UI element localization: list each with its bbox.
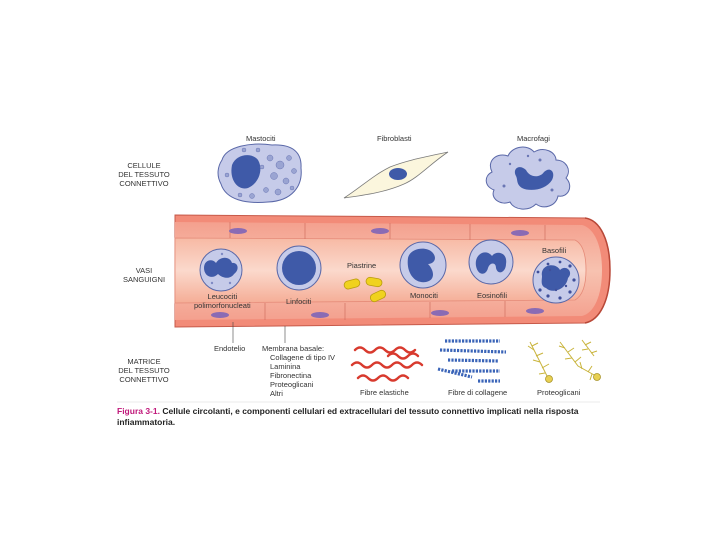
section-matrix-line-2: DEL TESSUTO — [104, 366, 184, 375]
label-fibroblasts: Fibroblasti — [377, 134, 412, 143]
section-label-matrix: MATRICE DEL TESSUTO CONNETTIVO — [104, 357, 184, 384]
label-monocytes: Monociti — [410, 291, 438, 300]
proteoglycans — [528, 340, 597, 380]
section-cells-line-1: CELLULE — [104, 161, 184, 170]
label-basement-membrane: Membrana basale: Collagene di tipo IV La… — [262, 344, 335, 398]
lymphocyte-cell — [277, 246, 321, 290]
label-elastic-fibers: Fibre elastiche — [360, 388, 409, 397]
collagen-fibers — [438, 341, 506, 381]
basement-membrane-item: Altri — [262, 389, 335, 398]
label-proteoglycans: Proteoglicani — [537, 388, 580, 397]
macrophage-cell — [486, 147, 569, 209]
neutrophil-cell — [200, 249, 242, 291]
section-matrix-line-3: CONNETTIVO — [104, 375, 184, 384]
basement-membrane-title: Membrana basale: — [262, 344, 335, 353]
mastocyte-cell — [218, 144, 301, 202]
basement-membrane-item: Collagene di tipo IV — [262, 353, 335, 362]
section-vessels-line-2: SANGUIGNI — [104, 275, 184, 284]
elastic-fibers — [352, 348, 422, 381]
figure-caption: Figura 3-1. Cellule circolanti, e compon… — [117, 406, 607, 428]
label-endothelium: Endotelio — [214, 344, 245, 353]
label-mastocytes: Mastociti — [246, 134, 276, 143]
section-cells-line-2: DEL TESSUTO — [104, 170, 184, 179]
label-eosinophils: Eosinofili — [477, 291, 507, 300]
section-vessels-line-1: VASI — [104, 266, 184, 275]
label-lymphocytes: Linfociti — [286, 297, 311, 306]
caption-text: Cellule circolanti, e componenti cellula… — [117, 406, 579, 427]
basement-membrane-item: Fibronectina — [262, 371, 335, 380]
basophil-cell — [533, 257, 579, 303]
label-platelets: Piastrine — [347, 261, 376, 270]
label-macrophages: Macrofagi — [517, 134, 550, 143]
basement-membrane-item: Laminina — [262, 362, 335, 371]
fibroblast-cell — [344, 152, 448, 198]
section-label-cells: CELLULE DEL TESSUTO CONNETTIVO — [104, 161, 184, 188]
label-leukocytes-line-2: polimorfonucleati — [194, 301, 251, 310]
basement-membrane-item: Proteoglicani — [262, 380, 335, 389]
label-collagen-fibers: Fibre di collagene — [448, 388, 507, 397]
monocyte-cell — [400, 242, 446, 288]
section-cells-line-3: CONNETTIVO — [104, 179, 184, 188]
caption-figure-label: Figura 3-1. — [117, 406, 160, 416]
section-matrix-line-1: MATRICE — [104, 357, 184, 366]
label-leukocytes-line-1: Leucociti — [194, 292, 251, 301]
eosinophil-cell — [469, 240, 513, 284]
label-basophils: Basofili — [542, 246, 566, 255]
section-label-vessels: VASI SANGUIGNI — [104, 266, 184, 284]
label-leukocytes: Leucociti polimorfonucleati — [194, 292, 251, 310]
